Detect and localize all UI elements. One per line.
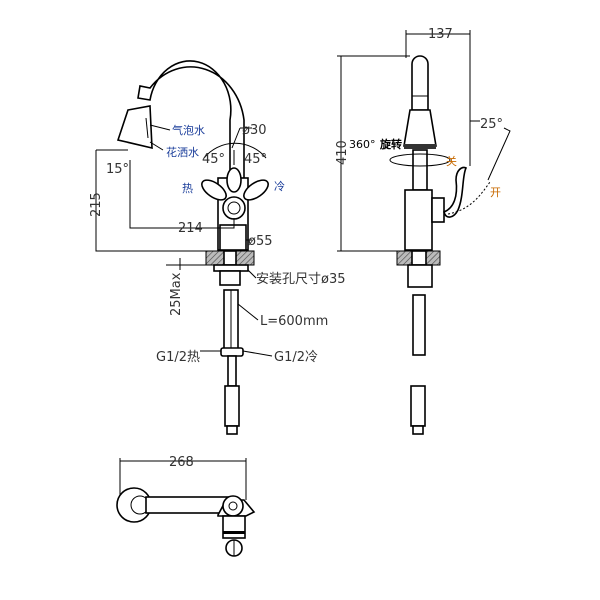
label-rotation-360: 360° [349,138,376,151]
label-hose-length: L=600mm [260,314,328,329]
dim-length-268: 268 [169,455,194,470]
label-hot: 热 [182,182,193,195]
label-inlet-hot: G1/2热 [156,350,200,365]
label-cold: 冷 [274,180,285,193]
hot-lever [201,179,227,201]
side-body [404,189,433,251]
side-lever [443,166,468,218]
side-view: 137 410 360° 旋转 关 25° 开 [335,27,511,435]
dim-width-137: 137 [428,27,453,42]
side-spout [411,55,429,111]
hose-nut [220,347,244,357]
label-shower-water: 花洒水 [166,146,199,159]
dim-lever-angle: 25° [480,117,503,132]
top-view: 268 [116,455,256,557]
label-rotate: 旋转 [379,137,402,151]
dim-height-410: 410 [335,140,350,165]
hose-connector [224,385,240,427]
label-bubble-water: 气泡水 [172,123,205,137]
dim-spout-diameter: ø30 [242,123,267,138]
cartridge-circle [222,196,246,220]
dim-angle-left: 45° [202,152,225,167]
side-head-cone [403,109,437,147]
cold-lever [243,179,269,201]
dim-angle-right: 45° [244,152,267,167]
dim-head-angle: 15° [106,162,129,177]
front-view: 气泡水 花洒水 ø30 45° 45° 15° 热 冷 215 214 ø55 … [89,60,346,435]
label-close: 关 [446,154,457,168]
spray-head [116,105,153,150]
shank [219,270,241,286]
label-inlet-cold: G1/2冷 [274,350,318,365]
dim-base-diameter: ø55 [248,234,273,249]
top-cartridge [222,495,244,517]
dim-height-215: 215 [89,192,104,217]
top-spout [145,496,231,514]
rotation-ellipse [389,153,451,167]
dim-deck-thickness: 25Max [169,272,184,316]
dim-reach-214: 214 [178,221,203,236]
center-lever [226,167,242,193]
label-open: 开 [490,186,501,199]
label-install-hole: 安装孔尺寸ø35 [256,272,346,287]
